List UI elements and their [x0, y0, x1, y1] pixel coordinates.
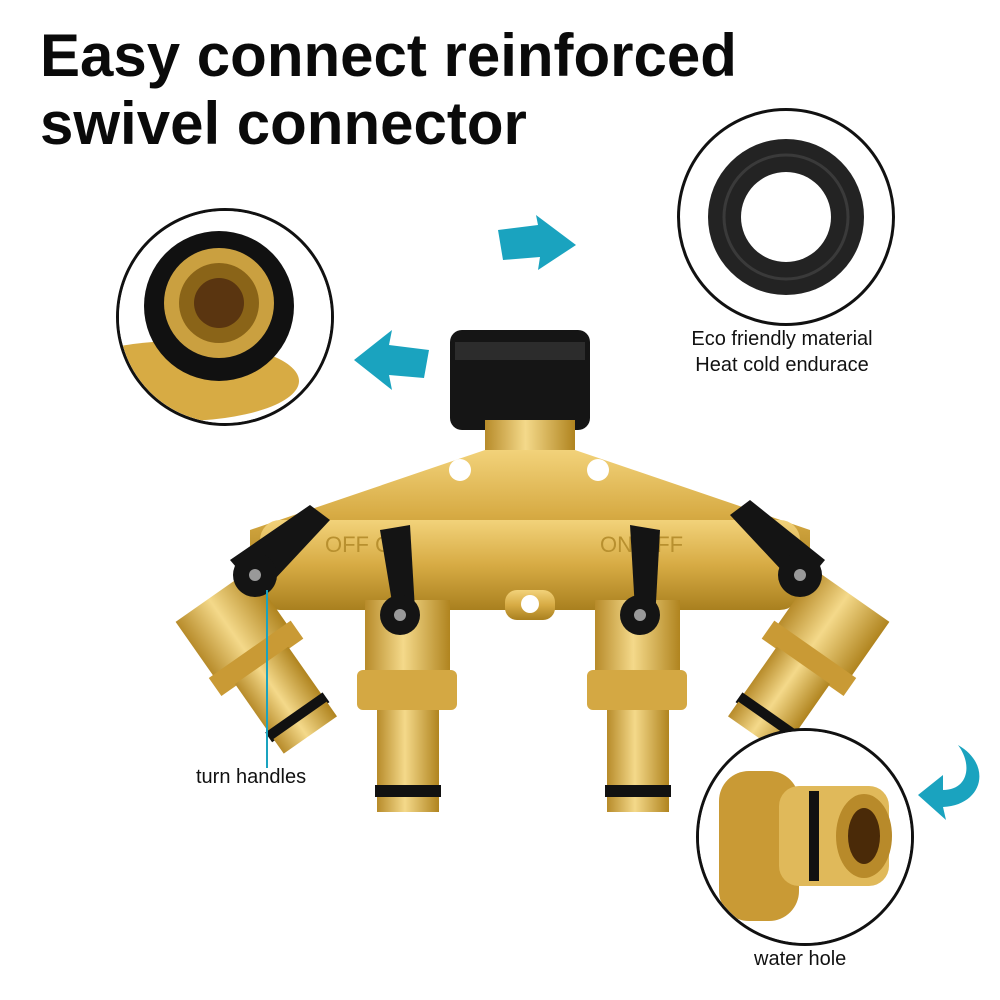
gasket-caption-line-1: Eco friendly material [691, 328, 873, 350]
gasket-caption-line-2: Heat cold endurace [695, 354, 869, 376]
handles-caption: turn handles [196, 766, 307, 788]
headline-line-2: swivel connector [40, 90, 527, 157]
headline-line-1: Easy connect reinforced [40, 22, 737, 89]
arrow-right-icon [498, 215, 576, 270]
water-hole-detail-circle [696, 728, 914, 946]
gasket-caption: Eco friendly material Heat cold endurace [672, 326, 892, 378]
headline: Easy connect reinforced swivel connector [40, 22, 737, 158]
arrow-left-icon [354, 330, 429, 390]
curved-arrow-icon [918, 745, 980, 820]
product-image: OFF ON ON OFF [110, 320, 960, 840]
handle-pointer-line [266, 590, 268, 768]
water-hole-caption: water hole [754, 948, 847, 970]
inlet-detail-circle [116, 208, 334, 426]
gasket-detail-circle [677, 108, 895, 326]
